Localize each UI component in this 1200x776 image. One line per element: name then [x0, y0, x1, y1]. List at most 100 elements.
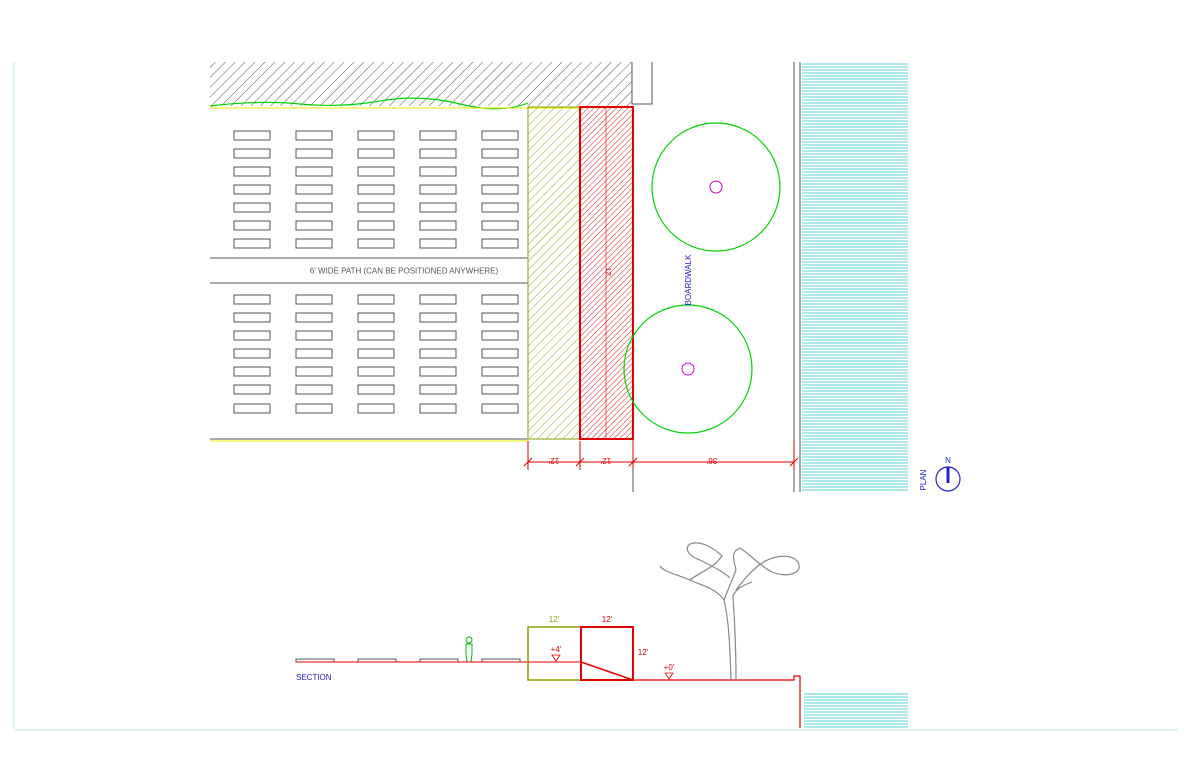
seating-block	[233, 348, 271, 359]
water-section	[804, 692, 908, 728]
tree-trunk-1	[709, 180, 723, 194]
seating-block	[481, 312, 519, 323]
seating-block	[233, 403, 271, 414]
seating-block	[357, 166, 395, 177]
seating-block	[295, 148, 333, 159]
seating-block	[419, 238, 457, 249]
seating-block	[233, 130, 271, 141]
seating-block	[357, 294, 395, 305]
seating-block	[481, 130, 519, 141]
seating-block	[481, 148, 519, 159]
seating-block	[419, 202, 457, 213]
red-strip-mark: 12'	[604, 267, 611, 276]
seating-block	[295, 403, 333, 414]
seating-block	[295, 330, 333, 341]
seating-block	[481, 330, 519, 341]
raised-strip-red	[579, 106, 634, 440]
elev-marker-plus4	[551, 654, 561, 662]
section-view: SECTION 12' +4' 12' 12' +0'	[295, 542, 908, 728]
seating-block	[481, 238, 519, 249]
building-hatch	[210, 62, 632, 106]
seating-block	[419, 130, 457, 141]
seating-block	[419, 148, 457, 159]
seating-block	[295, 366, 333, 377]
seating-block	[481, 294, 519, 305]
section-ramp	[580, 661, 634, 681]
boardwalk-label: BOARDWALK	[684, 254, 693, 305]
seating-block	[233, 384, 271, 395]
seating-block	[357, 312, 395, 323]
seating-block	[233, 312, 271, 323]
seating-block	[419, 220, 457, 231]
seating-block	[295, 166, 333, 177]
seating-block	[357, 184, 395, 195]
seating-block	[419, 384, 457, 395]
plan-dimensions	[523, 441, 799, 470]
tree-canopy-1	[651, 122, 781, 252]
seating-block	[419, 184, 457, 195]
sec-width-green: 12'	[549, 615, 560, 624]
seating-block	[357, 202, 395, 213]
path-label: 6' WIDE PATH (CAN BE POSITIONED ANYWHERE…	[310, 267, 499, 276]
seating-block	[419, 294, 457, 305]
seating-block	[419, 312, 457, 323]
seating-block	[357, 130, 395, 141]
seating-block	[233, 220, 271, 231]
seating-block	[481, 166, 519, 177]
section-tree-icon	[659, 542, 800, 681]
plan-label: PLAN	[919, 469, 928, 490]
seating-block	[357, 403, 395, 414]
plan-view: 6' WIDE PATH (CAN BE POSITIONED ANYWHERE…	[209, 62, 961, 492]
section-raised-box	[580, 626, 634, 681]
seating-block	[419, 403, 457, 414]
dim-plan-2: 12'	[600, 456, 611, 465]
human-figure-icon	[465, 636, 473, 663]
sec-height-red: 12'	[638, 648, 649, 657]
seating-block	[295, 348, 333, 359]
water-plan	[802, 62, 908, 492]
seating-block	[295, 294, 333, 305]
seating-block	[357, 348, 395, 359]
section-ground-right	[633, 675, 801, 728]
dim-plan-3: 36'	[706, 456, 717, 465]
seating-block	[295, 130, 333, 141]
seating-block	[295, 384, 333, 395]
seating-block	[481, 366, 519, 377]
seating-block	[481, 220, 519, 231]
dim-plan-1: 12'	[548, 456, 559, 465]
seating-block	[357, 330, 395, 341]
seating-block	[481, 184, 519, 195]
slope-strip-olive	[527, 106, 581, 440]
seating-block	[481, 403, 519, 414]
seating-block	[295, 312, 333, 323]
seating-block	[419, 366, 457, 377]
seating-block	[357, 220, 395, 231]
seating-block	[357, 384, 395, 395]
tree-canopy-2	[623, 304, 753, 434]
seating-block	[481, 348, 519, 359]
seating-block	[233, 238, 271, 249]
seating-block	[233, 330, 271, 341]
seating-block	[233, 166, 271, 177]
seating-block	[481, 202, 519, 213]
section-label: SECTION	[296, 673, 332, 682]
seating-block	[357, 238, 395, 249]
elev-plus4: +4'	[551, 645, 562, 654]
sec-width-red: 12'	[602, 615, 613, 624]
seating-block	[419, 330, 457, 341]
seating-block	[295, 184, 333, 195]
north-label: N	[945, 456, 951, 465]
seating-block	[419, 166, 457, 177]
seating-block	[295, 202, 333, 213]
seating-block	[481, 384, 519, 395]
seating-block	[233, 294, 271, 305]
seating-block	[295, 238, 333, 249]
seating-block	[233, 202, 271, 213]
seating-block	[233, 366, 271, 377]
elev-plus0: +0'	[664, 663, 675, 672]
seating-block	[295, 220, 333, 231]
building-outline	[631, 62, 653, 105]
elev-marker-plus0	[664, 672, 674, 680]
seating-block	[233, 148, 271, 159]
